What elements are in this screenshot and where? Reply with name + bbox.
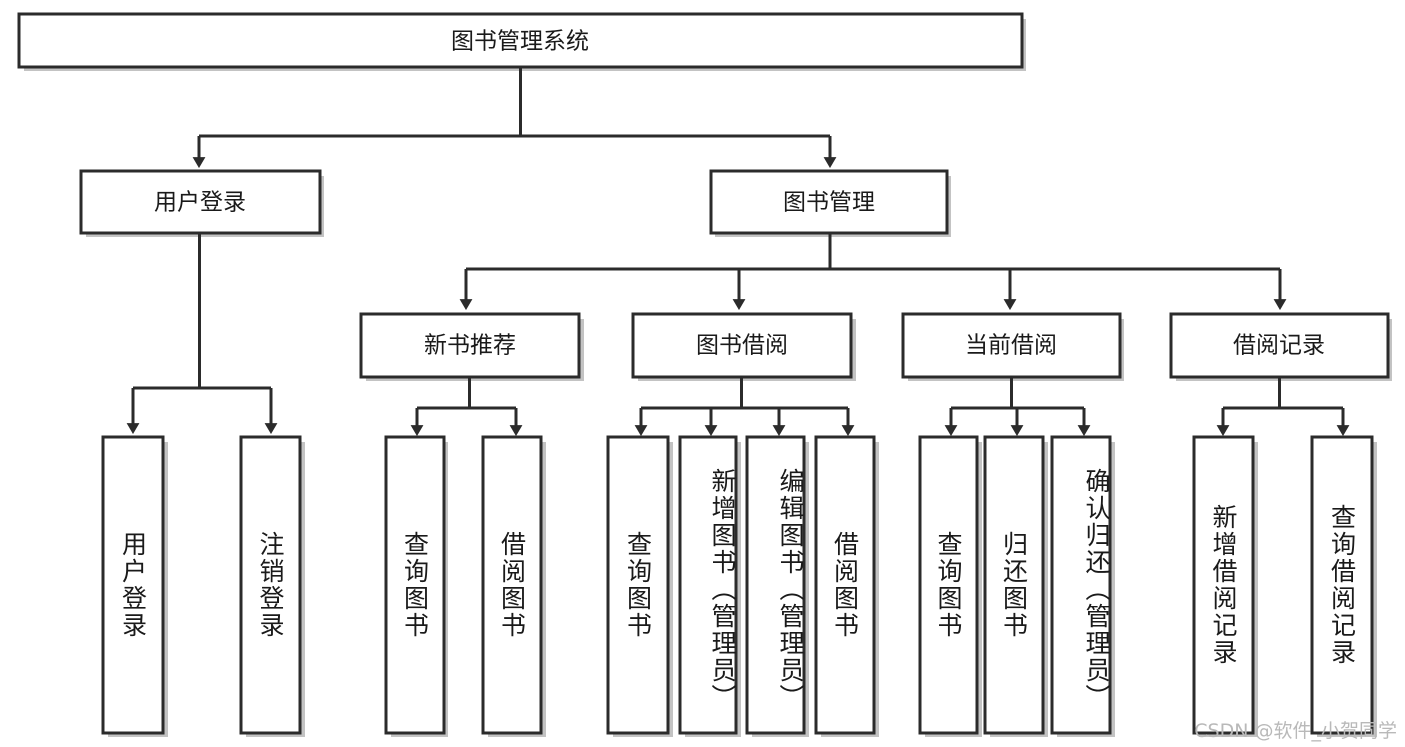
leaf-box-borrow-borrow-book[interactable] (814, 435, 876, 735)
node-book-management[interactable] (709, 169, 949, 235)
horizontal-label-layer: 图书管理系统 用户登录 图书管理 新书推荐 图书借阅 当前借阅 借阅记录 (154, 29, 1325, 359)
connector-layer (126, 67, 1350, 437)
label-book-borrow: 图书借阅 (696, 333, 788, 359)
node-root-system[interactable] (17, 12, 1024, 69)
leaf-box-record-add-record[interactable] (1192, 435, 1255, 735)
leaf-box-borrow-add-book[interactable] (678, 435, 738, 735)
leaf-box-current-query-book[interactable] (918, 435, 979, 735)
leaf-box-user-login[interactable] (101, 435, 165, 735)
leaf-box-user-logout[interactable] (239, 435, 302, 735)
leaf-box-record-query-record[interactable] (1310, 435, 1374, 735)
watermark-text: CSDN @软件_小贺同学 (1194, 720, 1397, 742)
label-current-borrow: 当前借阅 (965, 333, 1057, 359)
label-user-login: 用户登录 (154, 190, 246, 216)
leaf-box-borrow-edit-book[interactable] (745, 435, 806, 735)
leaf-box-recommend-borrow-book[interactable] (481, 435, 543, 735)
node-current-borrow[interactable] (901, 312, 1122, 379)
node-new-book-recommend[interactable] (359, 312, 581, 379)
leaf-box-current-return-book[interactable] (983, 435, 1045, 735)
leaf-box-borrow-query-book[interactable] (606, 435, 670, 735)
label-new-book-recommend: 新书推荐 (424, 333, 516, 359)
label-root-system: 图书管理系统 (451, 29, 589, 55)
node-box-layer (17, 12, 1390, 735)
node-borrow-record[interactable] (1169, 312, 1390, 379)
label-borrow-record: 借阅记录 (1233, 333, 1325, 359)
leaf-box-recommend-query-book[interactable] (384, 435, 446, 735)
label-book-management: 图书管理 (783, 190, 875, 216)
leaf-box-current-confirm-return[interactable] (1050, 435, 1112, 735)
node-book-borrow[interactable] (631, 312, 853, 379)
node-user-login[interactable] (79, 169, 322, 235)
